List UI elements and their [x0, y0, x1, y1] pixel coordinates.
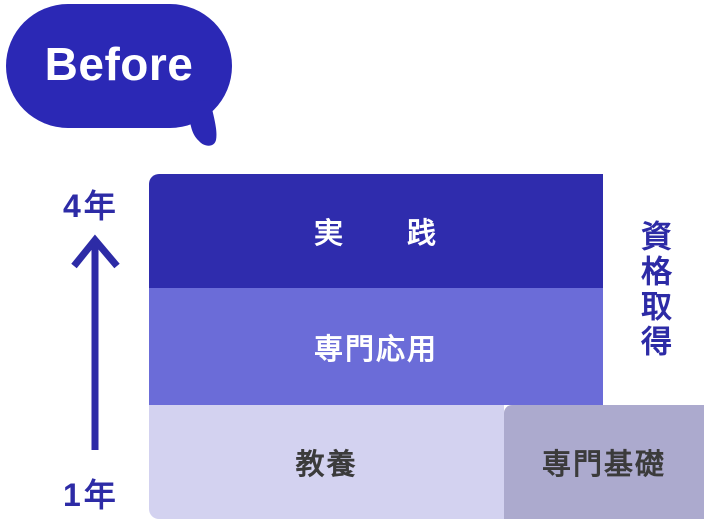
- block-specialized-basics: 専門基礎: [504, 405, 704, 519]
- axis-label-year4: 4年: [63, 188, 119, 224]
- before-speech-bubble: Before: [6, 4, 232, 128]
- block-practice: 実 践: [149, 174, 603, 288]
- block-specialized-application: 専門応用: [149, 288, 603, 405]
- block-liberal-arts: 教養: [149, 405, 504, 519]
- block-liberal-arts-label: 教養: [295, 449, 358, 481]
- block-qualification-acquisition-label: 資格取得: [636, 219, 671, 360]
- block-specialized-basics-label: 専門基礎: [541, 449, 666, 481]
- speech-bubble-tail-icon: [186, 100, 217, 146]
- block-qualification-acquisition: 資格取得: [603, 174, 704, 405]
- axis-label-year1: 1年: [63, 477, 119, 513]
- before-label: Before: [44, 38, 194, 90]
- block-practice-label: 実 践: [313, 218, 438, 250]
- year-axis-arrow-icon: [71, 234, 120, 450]
- axis-arrow-head: [71, 234, 120, 269]
- speech-bubble-tail-shape: [186, 100, 217, 146]
- block-specialized-application-label: 専門応用: [313, 333, 438, 366]
